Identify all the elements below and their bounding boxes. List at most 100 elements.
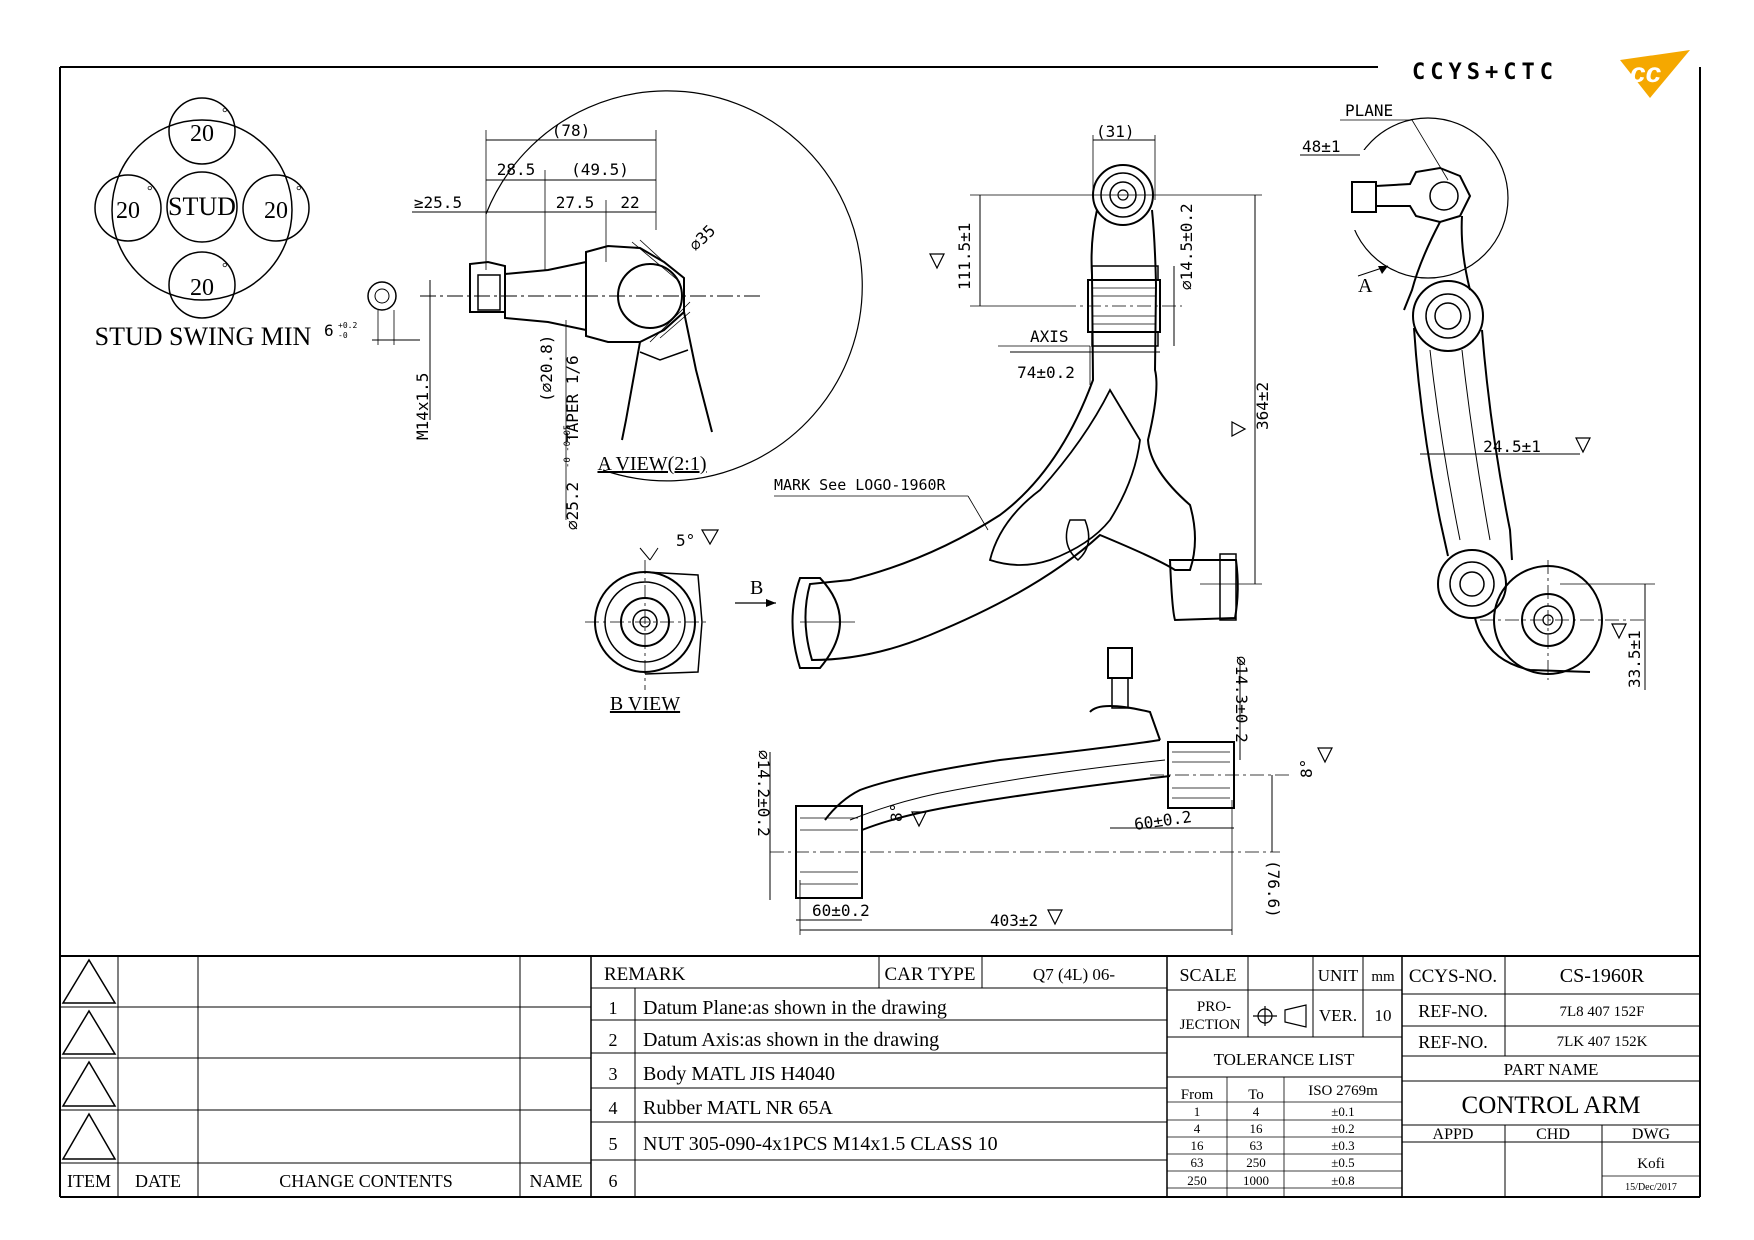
dim-dia-25-2-tol: -0 -0.05 (563, 425, 573, 468)
sheet-frame (59, 66, 1701, 1198)
dim-364: 364±2 (1253, 382, 1272, 430)
a-view-hatch (631, 239, 691, 343)
dim-6: 6 (324, 321, 334, 340)
remark-num: 6 (609, 1171, 618, 1191)
axis-label: AXIS (1030, 327, 1069, 346)
part-name-value: CONTROL ARM (1462, 1092, 1641, 1119)
remark-label: REMARK (604, 964, 686, 985)
right-bushing-hatch (1172, 751, 1230, 799)
dim-22: 22 (620, 193, 639, 212)
tol-value: ±0.8 (1331, 1173, 1354, 1188)
remark-text: Body MATL JIS H4040 (643, 1063, 835, 1085)
degree-symbol: ° (296, 184, 302, 199)
projection-label-2: JECTION (1180, 1017, 1241, 1033)
front-view-arm: ∅14.2±0.2 ∅14.3±0.2 8° 8° 60±0.2 60±0.2 … (754, 647, 1333, 935)
dim-27-5: 27.5 (556, 193, 595, 212)
tol-value: ±0.5 (1331, 1155, 1354, 1170)
company-logo: CCYS+CTC cc (1412, 50, 1690, 98)
tol-header-from: From (1181, 1087, 1214, 1103)
car-type-label: CAR TYPE (885, 964, 976, 985)
tol-value: ±0.1 (1331, 1104, 1354, 1119)
dwg-name: Kofi (1637, 1156, 1665, 1172)
tolerance-title: TOLERANCE LIST (1214, 1050, 1355, 1069)
side-view-arm: PLANE 48±1 A 24.5±1 33.5±1 (1300, 101, 1655, 690)
ccys-no-value: CS-1960R (1560, 965, 1645, 987)
top-view-arm: (31) 111.5±1 ∅14.5±0.2 AXIS 74±0.2 364±2… (774, 122, 1272, 669)
remark-num: 1 (609, 998, 618, 1018)
swing-bottom-value: 20 (190, 275, 214, 301)
tol-header-to: To (1248, 1087, 1264, 1103)
remark-num: 5 (609, 1134, 618, 1154)
dim-76-6: (76.6) (1264, 860, 1283, 918)
tol-from: 1 (1194, 1104, 1201, 1119)
dim-33-5: 33.5±1 (1625, 630, 1644, 688)
dim-48: 48±1 (1302, 137, 1341, 156)
header-name: NAME (530, 1171, 583, 1191)
stud-label: STUD (168, 192, 236, 221)
remark-text: Datum Axis:as shown in the drawing (643, 1029, 939, 1051)
mark-note: MARK See LOGO-1960R (774, 476, 947, 494)
dim-dia-14-3: ∅14.3±0.2 (1232, 656, 1251, 743)
angle-8-right: 8° (1297, 759, 1316, 778)
dim-60-right: 60±0.2 (1133, 807, 1193, 834)
dim-dia-14-5: ∅14.5±0.2 (1177, 203, 1196, 290)
dim-m14: M14x1.5 (413, 373, 432, 440)
dwg-label: DWG (1632, 1126, 1671, 1143)
header-date: DATE (135, 1171, 181, 1191)
tol-to: 4 (1253, 1104, 1260, 1119)
dim-24-5: 24.5±1 (1483, 437, 1541, 456)
remark-text: NUT 305-090-4x1PCS M14x1.5 CLASS 10 (643, 1133, 998, 1155)
projection-label-1: PRO- (1197, 999, 1231, 1015)
dim-dia-20-8: (∅20.8) (537, 335, 556, 402)
view-a-marker: A (1358, 275, 1373, 297)
remark-num: 2 (609, 1030, 618, 1050)
angle-8-left: 8° (887, 803, 906, 822)
dim-dia-35: ∅35 (685, 221, 719, 255)
appd-label: APPD (1433, 1126, 1474, 1143)
title-block-text: ITEM DATE CHANGE CONTENTS NAME REMARK CA… (67, 964, 1677, 1193)
angle-5: 5° (676, 531, 695, 550)
tol-to: 1000 (1243, 1173, 1269, 1188)
logo-mark-glyph: cc (1630, 57, 1662, 88)
b-view-detail: 5° B VIEW B (585, 529, 776, 715)
dim-28-5: 28.5 (497, 160, 536, 179)
plane-label: PLANE (1345, 101, 1393, 120)
header-change-contents: CHANGE CONTENTS (279, 1171, 453, 1191)
swing-right-value: 20 (264, 198, 288, 224)
dim-dia-25-2: ∅25.2 (563, 482, 582, 530)
tol-header-iso: ISO 2769m (1308, 1083, 1378, 1099)
chd-label: CHD (1536, 1126, 1570, 1143)
tol-from: 4 (1194, 1121, 1201, 1136)
remark-text: Rubber MATL NR 65A (643, 1097, 833, 1119)
tol-from: 63 (1191, 1155, 1204, 1170)
dim-6-tol-dn: -0 (338, 331, 348, 340)
dim-74: 74±0.2 (1017, 363, 1075, 382)
ccys-no-label: CCYS-NO. (1409, 966, 1497, 987)
dim-60-left: 60±0.2 (812, 901, 870, 920)
dim-111-5: 111.5±1 (955, 223, 974, 290)
dim-6-tol-up: +0.2 (338, 321, 357, 330)
dim-31: (31) (1096, 122, 1135, 141)
tol-value: ±0.3 (1331, 1138, 1354, 1153)
arrow-b-label: B (750, 577, 763, 599)
remark-num: 3 (609, 1064, 618, 1084)
ref-no-label: REF-NO. (1418, 1032, 1488, 1052)
logo-mark (1620, 50, 1690, 98)
taper-label: TAPER 1/6 (563, 355, 582, 442)
stud-swing-diagram: 20 ° 20 ° 20 ° 20 ° STUD STUD SWING MIN (94, 97, 312, 351)
part-name-label: PART NAME (1504, 1060, 1599, 1079)
tol-from: 16 (1191, 1138, 1205, 1153)
tol-to: 63 (1250, 1138, 1263, 1153)
unit-label: UNIT (1318, 966, 1359, 985)
remark-text: Datum Plane:as shown in the drawing (643, 997, 947, 1019)
ref-no-label: REF-NO. (1418, 1001, 1488, 1021)
tol-value: ±0.2 (1331, 1121, 1354, 1136)
a-view-label: A VIEW(2:1) (597, 453, 706, 475)
swing-top-value: 20 (190, 121, 214, 147)
left-bushing-hatch (800, 817, 858, 885)
degree-symbol: ° (147, 184, 153, 199)
dim-25-5: ≥25.5 (414, 193, 462, 212)
unit-value: mm (1371, 969, 1395, 985)
remark-num: 4 (609, 1098, 618, 1118)
dim-78: (78) (552, 121, 591, 140)
